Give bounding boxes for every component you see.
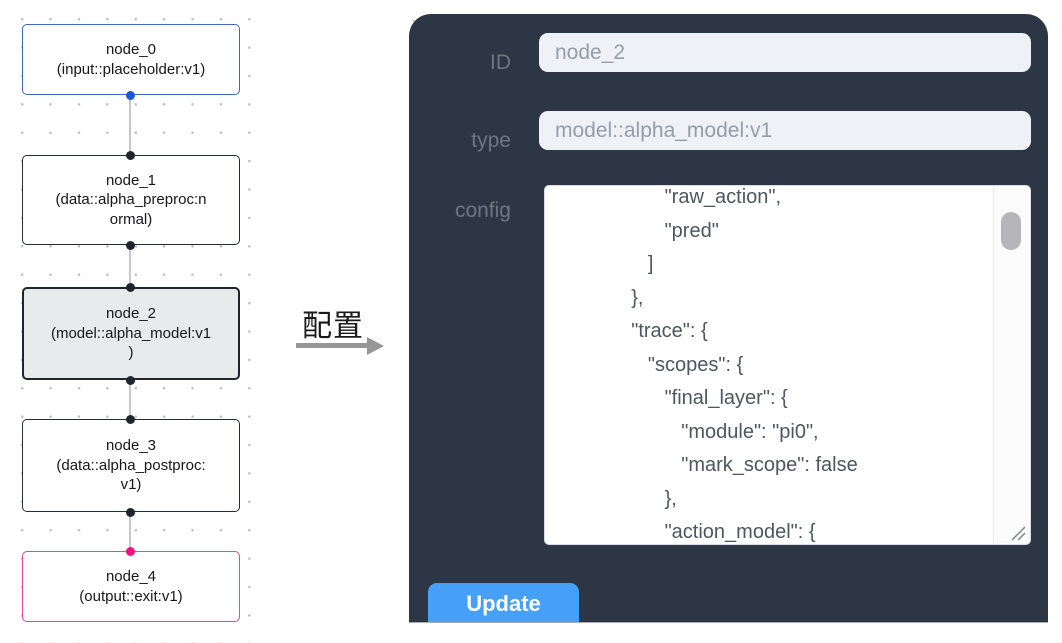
type-input[interactable] <box>539 111 1031 150</box>
right-arrow-icon <box>296 343 368 348</box>
port-node1-out[interactable] <box>125 240 135 250</box>
right-arrowhead-icon <box>367 336 384 355</box>
edge-node2-node3 <box>129 380 131 419</box>
id-field-label: ID <box>490 51 511 74</box>
type-field-label: type <box>471 129 511 152</box>
config-field-label: config <box>454 199 511 222</box>
config-textarea[interactable]: "raw_action", "pred" ] }, "trace": { "sc… <box>544 185 1031 545</box>
port-node2-in[interactable] <box>125 282 135 292</box>
annotation-label: 配置 <box>302 310 364 343</box>
node-config-panel: ID type config "raw_action", "pred" ] },… <box>409 14 1048 623</box>
update-button[interactable]: Update <box>428 583 579 622</box>
config-scrollbar[interactable] <box>993 187 1029 543</box>
node-node_2[interactable]: node_2(model::alpha_model:v1) <box>22 287 240 380</box>
port-node2-out[interactable] <box>125 375 135 385</box>
edge-node3-node4 <box>129 512 131 551</box>
port-node3-in[interactable] <box>125 414 135 424</box>
config-json-text: "raw_action", "pred" ] }, "trace": { "sc… <box>631 186 858 543</box>
port-node0-out[interactable] <box>125 90 135 100</box>
edge-node1-node2 <box>129 245 131 287</box>
edge-node0-node1 <box>129 95 131 155</box>
port-node1-in[interactable] <box>125 150 135 160</box>
port-node4-in[interactable] <box>125 546 135 556</box>
port-node3-out[interactable] <box>125 507 135 517</box>
id-input[interactable] <box>539 33 1031 72</box>
config-scrollbar-thumb[interactable] <box>1001 212 1021 250</box>
node-node_3[interactable]: node_3(data::alpha_postproc:v1) <box>22 419 240 512</box>
resize-handle-icon[interactable] <box>1008 523 1026 541</box>
node-node_4[interactable]: node_4(output::exit:v1) <box>22 551 240 622</box>
node-node_0[interactable]: node_0(input::placeholder:v1) <box>22 24 240 95</box>
